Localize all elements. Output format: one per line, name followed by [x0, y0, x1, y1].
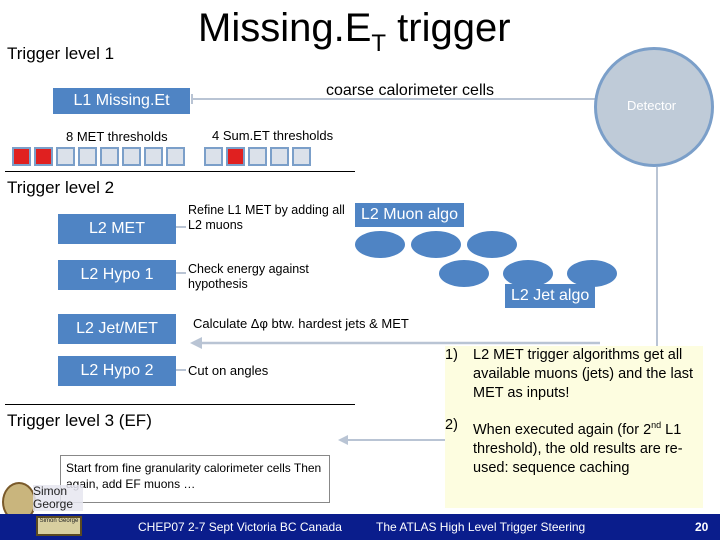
met-threshold-cell — [100, 147, 119, 166]
jet-roi-ellipse — [567, 260, 617, 287]
page-number: 20 — [695, 520, 709, 534]
met-threshold-cell — [56, 147, 75, 166]
refine-text: Refine L1 MET by adding all L2 muons — [188, 203, 345, 232]
note-item: 2) When executed again (for 2nd L1 thres… — [445, 416, 703, 478]
note-number: 1) — [445, 347, 458, 363]
author-name: Simon George — [33, 485, 83, 511]
l2-jetmet-box: L2 Jet/MET — [58, 314, 176, 344]
sumet-thresholds-label: 4 Sum.ET thresholds — [212, 128, 334, 143]
note-text-part: When executed again (for 2 — [473, 421, 652, 438]
slide-title: Missing.ET trigger — [198, 6, 511, 58]
note-superscript: nd — [651, 420, 662, 430]
check-energy-text: Check energy against hypothesis — [188, 262, 309, 291]
met-threshold-cell — [144, 147, 163, 166]
muon-roi-ellipse — [411, 231, 461, 258]
met-threshold-cell — [34, 147, 53, 166]
l2-hypo2-box: L2 Hypo 2 — [58, 356, 176, 386]
sumet-threshold-cell — [270, 147, 289, 166]
jet-roi-ellipse — [439, 260, 489, 287]
note-number: 2) — [445, 417, 458, 433]
met-thresholds-label: 8 MET thresholds — [66, 129, 168, 144]
note-text: L2 MET trigger algorithms get all availa… — [473, 347, 694, 401]
calorimeter-cells — [12, 147, 185, 166]
met-threshold-cell — [122, 147, 141, 166]
trigger-level-1-heading: Trigger level 1 — [7, 44, 115, 63]
l2-hypo1-box: L2 Hypo 1 — [58, 260, 176, 290]
footer-bar: CHEP07 2-7 Sept Victoria BC Canada The A… — [0, 514, 720, 540]
sumet-threshold-cell — [248, 147, 267, 166]
trigger-level-2-heading: Trigger level 2 — [7, 178, 115, 197]
note-text: When executed again (for 2nd L1 threshol… — [473, 416, 703, 478]
l1-missing-et-box: L1 Missing.Et — [53, 88, 190, 114]
cut-angles-text: Cut on angles — [188, 363, 269, 378]
note-item: 1) L2 MET trigger algorithms get all ava… — [445, 346, 703, 403]
title-rest: trigger — [386, 6, 511, 50]
sumet-threshold-cell — [204, 147, 223, 166]
title-subscript: T — [371, 30, 387, 57]
footer-talk-title: The ATLAS High Level Trigger Steering — [376, 520, 586, 534]
author-first-name: Simon — [33, 484, 68, 498]
notes-box: 1) L2 MET trigger algorithms get all ava… — [445, 346, 703, 508]
met-threshold-cell — [12, 147, 31, 166]
sumet-threshold-cell — [226, 147, 245, 166]
l2-muon-algo-box: L2 Muon algo — [355, 203, 464, 227]
met-threshold-cell — [166, 147, 185, 166]
calc-dphi-text: Calculate Δφ btw. hardest jets & MET — [193, 316, 409, 331]
l2-jet-algo-box: L2 Jet algo — [505, 284, 596, 308]
coarse-cells-label: coarse calorimeter cells — [326, 82, 495, 99]
trigger-level-3-heading: Trigger level 3 (EF) — [7, 411, 152, 430]
met-threshold-cell — [78, 147, 97, 166]
level-separator-1 — [5, 171, 355, 172]
muon-roi-ellipse — [355, 231, 405, 258]
detector-circle: Detector — [594, 47, 714, 167]
detector-label: Detector — [627, 98, 677, 113]
jet-roi-ellipse — [503, 260, 553, 287]
title-main: Missing.E — [198, 6, 372, 50]
l2-met-box: L2 MET — [58, 214, 176, 244]
footer-conference: CHEP07 2-7 Sept Victoria BC Canada — [138, 520, 342, 534]
sumet-cells — [204, 147, 311, 166]
note-text-part: L1 threshold), the old results are re-us… — [473, 421, 683, 476]
sumet-threshold-cell — [292, 147, 311, 166]
author-last-name: George — [33, 497, 74, 511]
level-separator-2 — [5, 404, 355, 405]
ef-start-box: Start from fine granularity calorimeter … — [60, 455, 330, 503]
author-card: Simon George — [36, 516, 82, 536]
muon-roi-ellipse — [467, 231, 517, 258]
